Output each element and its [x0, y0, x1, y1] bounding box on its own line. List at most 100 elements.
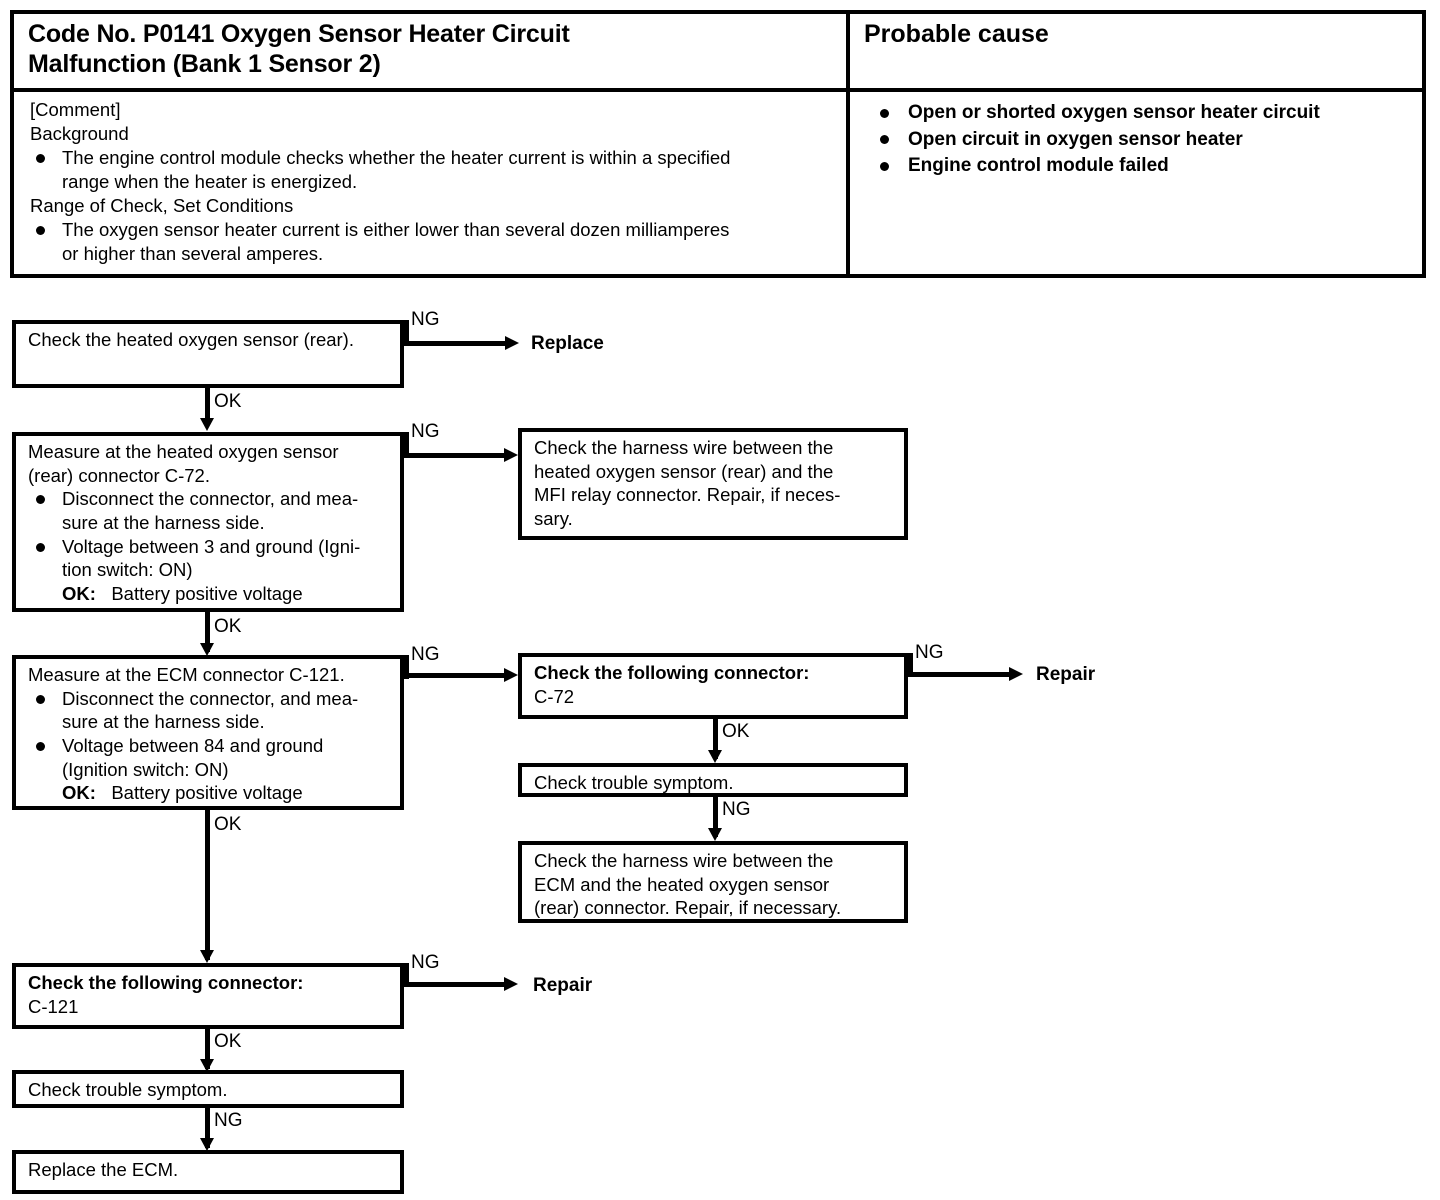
edge-ok2-arrowhead: [200, 643, 214, 656]
edge-label-ng6: NG: [411, 952, 440, 973]
edge-ng1-arrowhead: [505, 336, 519, 350]
edge-ok2-line: [205, 612, 210, 652]
range-item-0-line-1: or higher than several amperes.: [62, 243, 324, 265]
code-title-line-2: Malfunction (Bank 1 Sensor 2): [28, 49, 381, 78]
flow-box-2-ok-value: Battery positive voltage: [111, 583, 303, 605]
flow-box-7-line-3: (rear) connector. Repair, if necessary.: [534, 897, 842, 919]
edge-ng3-arrowhead: [504, 668, 518, 682]
edge-label-ok2: OK: [214, 616, 242, 637]
edge-ng4-arrowhead: [1009, 667, 1023, 681]
edge-label-ok4: OK: [214, 814, 242, 835]
edge-label-ng1: NG: [411, 309, 440, 330]
flow-box-7-line-1: Check the harness wire between the: [534, 850, 834, 871]
flow-box-4-line-1: Measure at the ECM connector C-121.: [28, 664, 345, 685]
flow-box-9-line-1: Check trouble symptom.: [28, 1079, 228, 1100]
flow-box-2-bullet-1-line-1: tion switch: ON): [62, 559, 193, 581]
flow-box-2-bullet-list: Disconnect the connector, and mea- sure …: [28, 487, 392, 605]
edge-ng4-stub: [908, 653, 913, 677]
flow-box-4-bullet-1-line-0: Voltage between 84 and ground: [62, 735, 324, 757]
flow-box-4-ok-label: OK:: [62, 782, 96, 804]
terminal-repair-right: Repair: [1036, 664, 1096, 685]
edge-ng1-stub: [404, 320, 409, 344]
bullet-icon: [36, 742, 45, 752]
flow-box-4-ok-value: Battery positive voltage: [111, 782, 303, 804]
list-item: Open or shorted oxygen sensor heater cir…: [872, 100, 1410, 127]
edge-ok3-arrowhead: [708, 750, 722, 763]
edge-label-ok5: OK: [214, 1031, 242, 1052]
flow-box-2-ok-label: OK:: [62, 583, 96, 605]
flow-box-5-line-1: Check the following connector:: [534, 662, 810, 683]
flow-box-measure-oxygen-sensor-connector: Measure at the heated oxygen sensor (rea…: [12, 432, 404, 612]
edge-label-ng5: NG: [722, 799, 751, 820]
background-bullet-list: The engine control module checks whether…: [30, 146, 834, 194]
bullet-icon: [36, 694, 45, 704]
edge-label-ng2: NG: [411, 421, 440, 442]
edge-label-ok3: OK: [722, 721, 750, 742]
edge-ng6-stub: [404, 963, 409, 987]
flow-box-check-heated-oxygen-sensor: Check the heated oxygen sensor (rear).: [12, 320, 404, 388]
flow-box-4-bullet-0-line-0: Disconnect the connector, and mea-: [62, 687, 359, 709]
list-item: Engine control module failed: [872, 153, 1410, 180]
flow-box-4-bullet-0-line-1: sure at the harness side.: [62, 711, 265, 733]
flow-box-7-line-2: ECM and the heated oxygen sensor: [534, 873, 830, 895]
list-item: Open circuit in oxygen sensor heater: [872, 127, 1410, 154]
edge-ng7-arrowhead: [200, 1138, 214, 1151]
flow-box-2-bullet-1-line-0: Voltage between 3 and ground (Igni-: [62, 535, 361, 557]
background-item-0-line-0: The engine control module checks whether…: [62, 147, 731, 169]
edge-ng2-arrowhead: [504, 448, 518, 462]
list-item: Disconnect the connector, and mea- sure …: [28, 487, 392, 534]
flow-box-measure-ecm-connector: Measure at the ECM connector C-121. Disc…: [12, 655, 404, 810]
comment-cell: [Comment] Background The engine control …: [14, 92, 850, 274]
terminal-replace: Replace: [531, 333, 604, 354]
probable-cause-title: Probable cause: [864, 20, 1049, 48]
list-item: The oxygen sensor heater current is eith…: [30, 218, 834, 266]
list-item: The engine control module checks whether…: [30, 146, 834, 194]
comment-subheading-range: Range of Check, Set Conditions: [30, 195, 294, 217]
range-bullet-list: The oxygen sensor heater current is eith…: [30, 218, 834, 266]
edge-ng6-arrowhead: [504, 977, 518, 991]
flow-box-2-line-2: (rear) connector C-72.: [28, 464, 210, 486]
bullet-icon: [880, 161, 889, 171]
bullet-icon: [36, 542, 45, 552]
flow-box-replace-ecm: Replace the ECM.: [12, 1150, 404, 1194]
edge-ok4-line: [205, 810, 210, 960]
edge-ng3-line: [404, 673, 508, 678]
terminal-repair-bottom: Repair: [533, 975, 593, 996]
bullet-icon: [880, 108, 889, 118]
code-title-line-1: Code No. P0141 Oxygen Sensor Heater Circ…: [28, 20, 570, 48]
comment-subheading-background: Background: [30, 123, 129, 145]
edge-label-ng3: NG: [411, 644, 440, 665]
flow-box-check-harness-mfi-relay: Check the harness wire between the heate…: [518, 428, 908, 540]
probable-cause-title-cell: Probable cause: [850, 14, 1422, 88]
edge-ng7-line: [205, 1108, 210, 1148]
flow-box-check-trouble-symptom-bottom: Check trouble symptom.: [12, 1070, 404, 1108]
flow-box-8-line-2: C-121: [28, 995, 79, 1017]
flow-box-10-line-1: Replace the ECM.: [28, 1159, 179, 1180]
cause-item-1: Open circuit in oxygen sensor heater: [908, 128, 1243, 150]
edge-ng2-line: [404, 453, 508, 458]
flow-box-4-bullet-list: Disconnect the connector, and mea- sure …: [28, 687, 392, 805]
flow-box-check-trouble-symptom-right: Check trouble symptom.: [518, 763, 908, 797]
probable-cause-list: Open or shorted oxygen sensor heater cir…: [850, 92, 1422, 180]
cause-item-2: Engine control module failed: [908, 155, 1169, 177]
edge-ng5-arrowhead: [708, 828, 722, 841]
edge-ng2-stub: [404, 432, 409, 456]
edge-ok1-line: [205, 388, 210, 424]
flow-box-check-connector-c72: Check the following connector: C-72: [518, 653, 908, 719]
edge-ok5-line: [205, 1029, 210, 1069]
flow-box-8-line-1: Check the following connector:: [28, 972, 304, 993]
flow-box-4-bullet-1-line-1: (Ignition switch: ON): [62, 758, 229, 780]
bullet-icon: [880, 135, 889, 145]
code-title: Code No. P0141 Oxygen Sensor Heater Circ…: [14, 14, 846, 79]
table-header-row: Code No. P0141 Oxygen Sensor Heater Circ…: [14, 14, 1422, 92]
background-item-0-line-1: range when the heater is energized.: [62, 171, 358, 193]
flow-box-3-line-3: MFI relay connector. Repair, if neces-: [534, 484, 841, 506]
flow-box-2-bullet-0-line-0: Disconnect the connector, and mea-: [62, 488, 359, 510]
code-info-table: Code No. P0141 Oxygen Sensor Heater Circ…: [10, 10, 1426, 278]
flow-box-2-bullet-0-line-1: sure at the harness side.: [62, 512, 265, 534]
flow-box-1-line-1: Check the heated oxygen sensor (rear).: [28, 329, 354, 350]
list-item: Disconnect the connector, and mea- sure …: [28, 687, 392, 734]
flow-box-3-line-1: Check the harness wire between the: [534, 437, 834, 458]
edge-label-ng4: NG: [915, 642, 944, 663]
